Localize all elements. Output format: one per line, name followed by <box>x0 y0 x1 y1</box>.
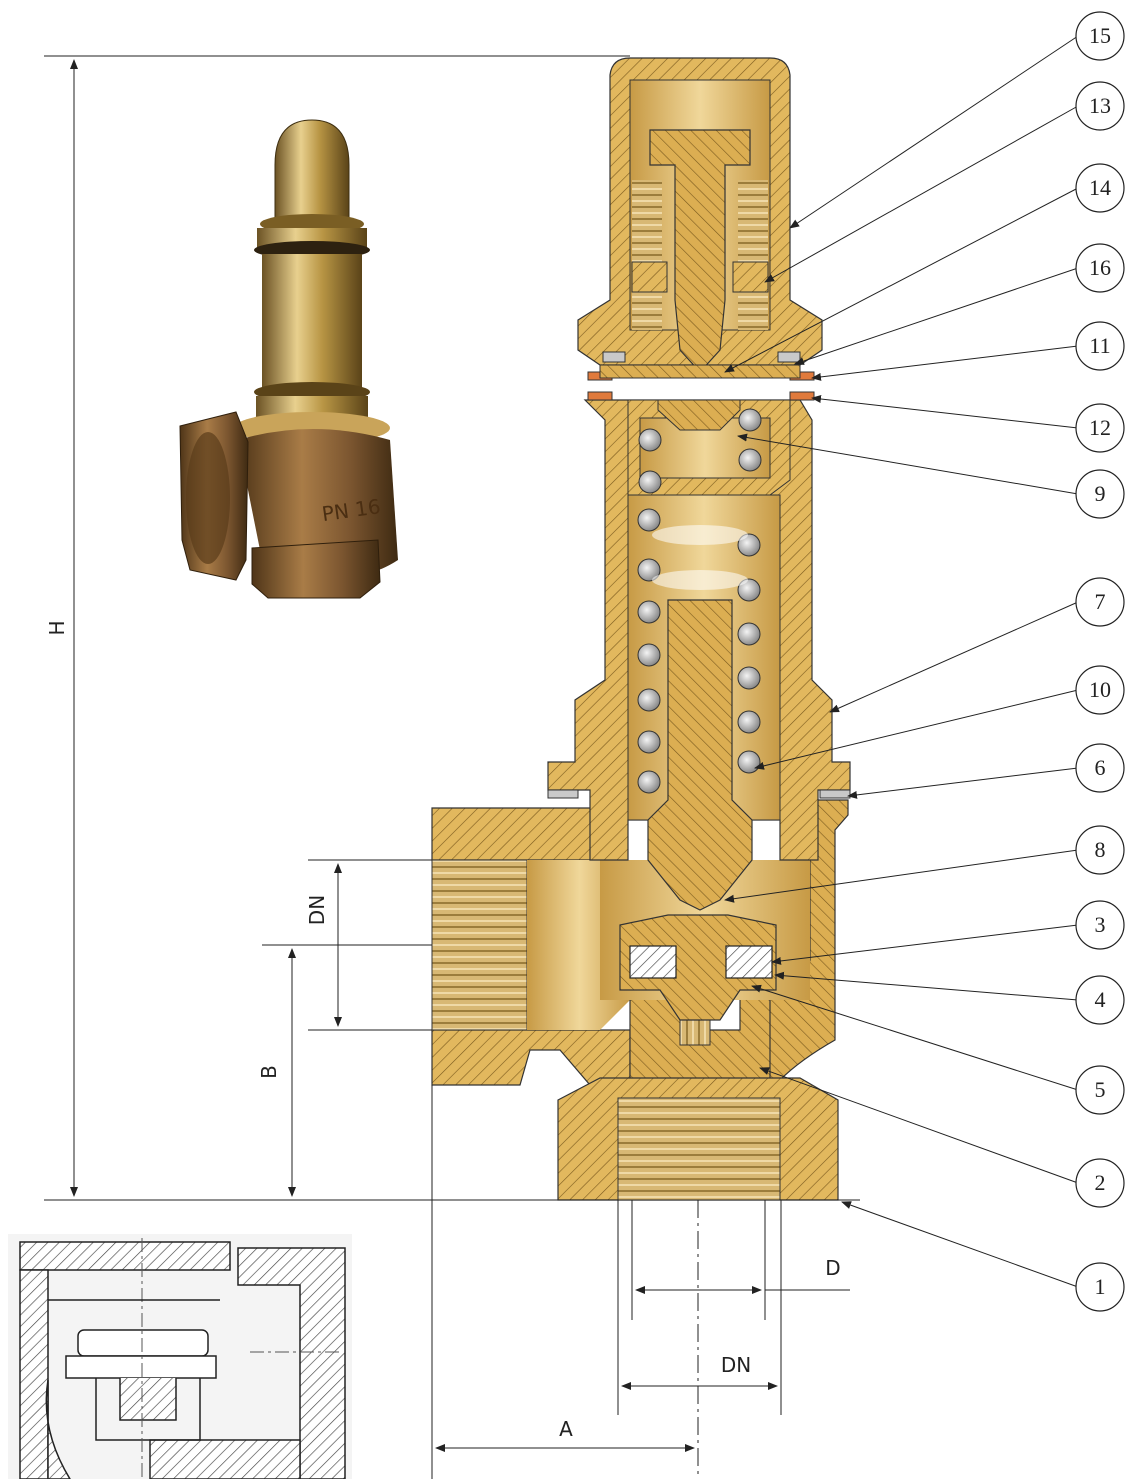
leader-line-1 <box>841 1201 1079 1288</box>
callout-circle <box>1075 577 1125 627</box>
spring <box>637 508 761 794</box>
leader-line-10 <box>754 689 1079 770</box>
leader-line-13 <box>764 105 1079 283</box>
callout-number: 3 <box>1095 912 1106 937</box>
callout-number: 13 <box>1089 93 1111 118</box>
dim-label-DN-inlet: DN <box>305 895 329 925</box>
callout-11: 11 <box>1075 321 1125 371</box>
part-callouts: 15 13 14 16 11 12 9 7 10 6 8 3 4 5 2 1 <box>1075 11 1125 1312</box>
callout-number: 1 <box>1095 1274 1106 1299</box>
callout-7: 7 <box>1075 577 1125 627</box>
callout-circle <box>1075 321 1125 371</box>
callout-4: 4 <box>1075 975 1125 1025</box>
leader-line-2 <box>759 1067 1079 1184</box>
leader-line-12 <box>811 395 1079 429</box>
callout-circle <box>1075 243 1125 293</box>
callout-10: 10 <box>1075 665 1125 715</box>
callout-circle <box>1075 825 1125 875</box>
callout-circle <box>1075 11 1125 61</box>
callout-8: 8 <box>1075 825 1125 875</box>
callout-5: 5 <box>1075 1065 1125 1115</box>
leader-line-4 <box>774 971 1079 1001</box>
callout-16: 16 <box>1075 243 1125 293</box>
dim-label-H: H <box>45 620 69 635</box>
callout-circle <box>1075 975 1125 1025</box>
callout-number: 5 <box>1095 1077 1106 1102</box>
callout-13: 13 <box>1075 81 1125 131</box>
leader-line-16 <box>794 267 1079 365</box>
callout-2: 2 <box>1075 1158 1125 1208</box>
callout-circle <box>1075 1065 1125 1115</box>
callout-3: 3 <box>1075 900 1125 950</box>
dim-label-D: D <box>825 1256 840 1280</box>
callout-9: 9 <box>1075 469 1125 519</box>
callout-number: 9 <box>1095 481 1106 506</box>
callout-6: 6 <box>1075 743 1125 793</box>
main-cross-section <box>431 57 851 1201</box>
callout-circle <box>1075 665 1125 715</box>
leader-lines <box>724 35 1079 1288</box>
leader-line-7 <box>829 601 1079 713</box>
leader-line-3 <box>771 924 1079 965</box>
callout-circle <box>1075 403 1125 453</box>
callout-number: 14 <box>1089 175 1111 200</box>
leader-line-5 <box>751 984 1079 1091</box>
dim-label-DN-outlet: DN <box>721 1353 751 1377</box>
callout-14: 14 <box>1075 163 1125 213</box>
dim-label-A: A <box>559 1417 573 1441</box>
dim-label-B: B <box>257 1065 281 1079</box>
callout-circle <box>1075 1262 1125 1312</box>
callout-number: 2 <box>1095 1170 1106 1195</box>
callout-circle <box>1075 1158 1125 1208</box>
callout-number: 11 <box>1089 333 1110 358</box>
leader-line-8 <box>724 849 1079 903</box>
callout-circle <box>1075 900 1125 950</box>
callout-12: 12 <box>1075 403 1125 453</box>
callout-1: 1 <box>1075 1262 1125 1312</box>
callout-number: 16 <box>1089 255 1111 280</box>
callout-number: 10 <box>1089 677 1111 702</box>
callout-number: 7 <box>1095 589 1106 614</box>
callout-15: 15 <box>1075 11 1125 61</box>
detail-section-view <box>8 1234 352 1479</box>
valve-photo: PN 16 <box>179 119 398 599</box>
leader-line-11 <box>811 345 1079 381</box>
callout-circle <box>1075 163 1125 213</box>
callout-circle <box>1075 743 1125 793</box>
leader-line-15 <box>789 35 1079 229</box>
callout-number: 15 <box>1089 23 1111 48</box>
callout-number: 8 <box>1095 837 1106 862</box>
leader-line-9 <box>737 433 1079 495</box>
leader-line-6 <box>847 767 1079 799</box>
callout-circle <box>1075 469 1125 519</box>
leader-line-14 <box>724 187 1079 373</box>
callout-number: 12 <box>1089 415 1111 440</box>
dimension-lines <box>44 55 860 1479</box>
callout-number: 4 <box>1095 987 1106 1012</box>
callout-number: 6 <box>1095 755 1106 780</box>
dimension-labels: H B DN D DN A <box>45 620 841 1441</box>
callout-circle <box>1075 81 1125 131</box>
